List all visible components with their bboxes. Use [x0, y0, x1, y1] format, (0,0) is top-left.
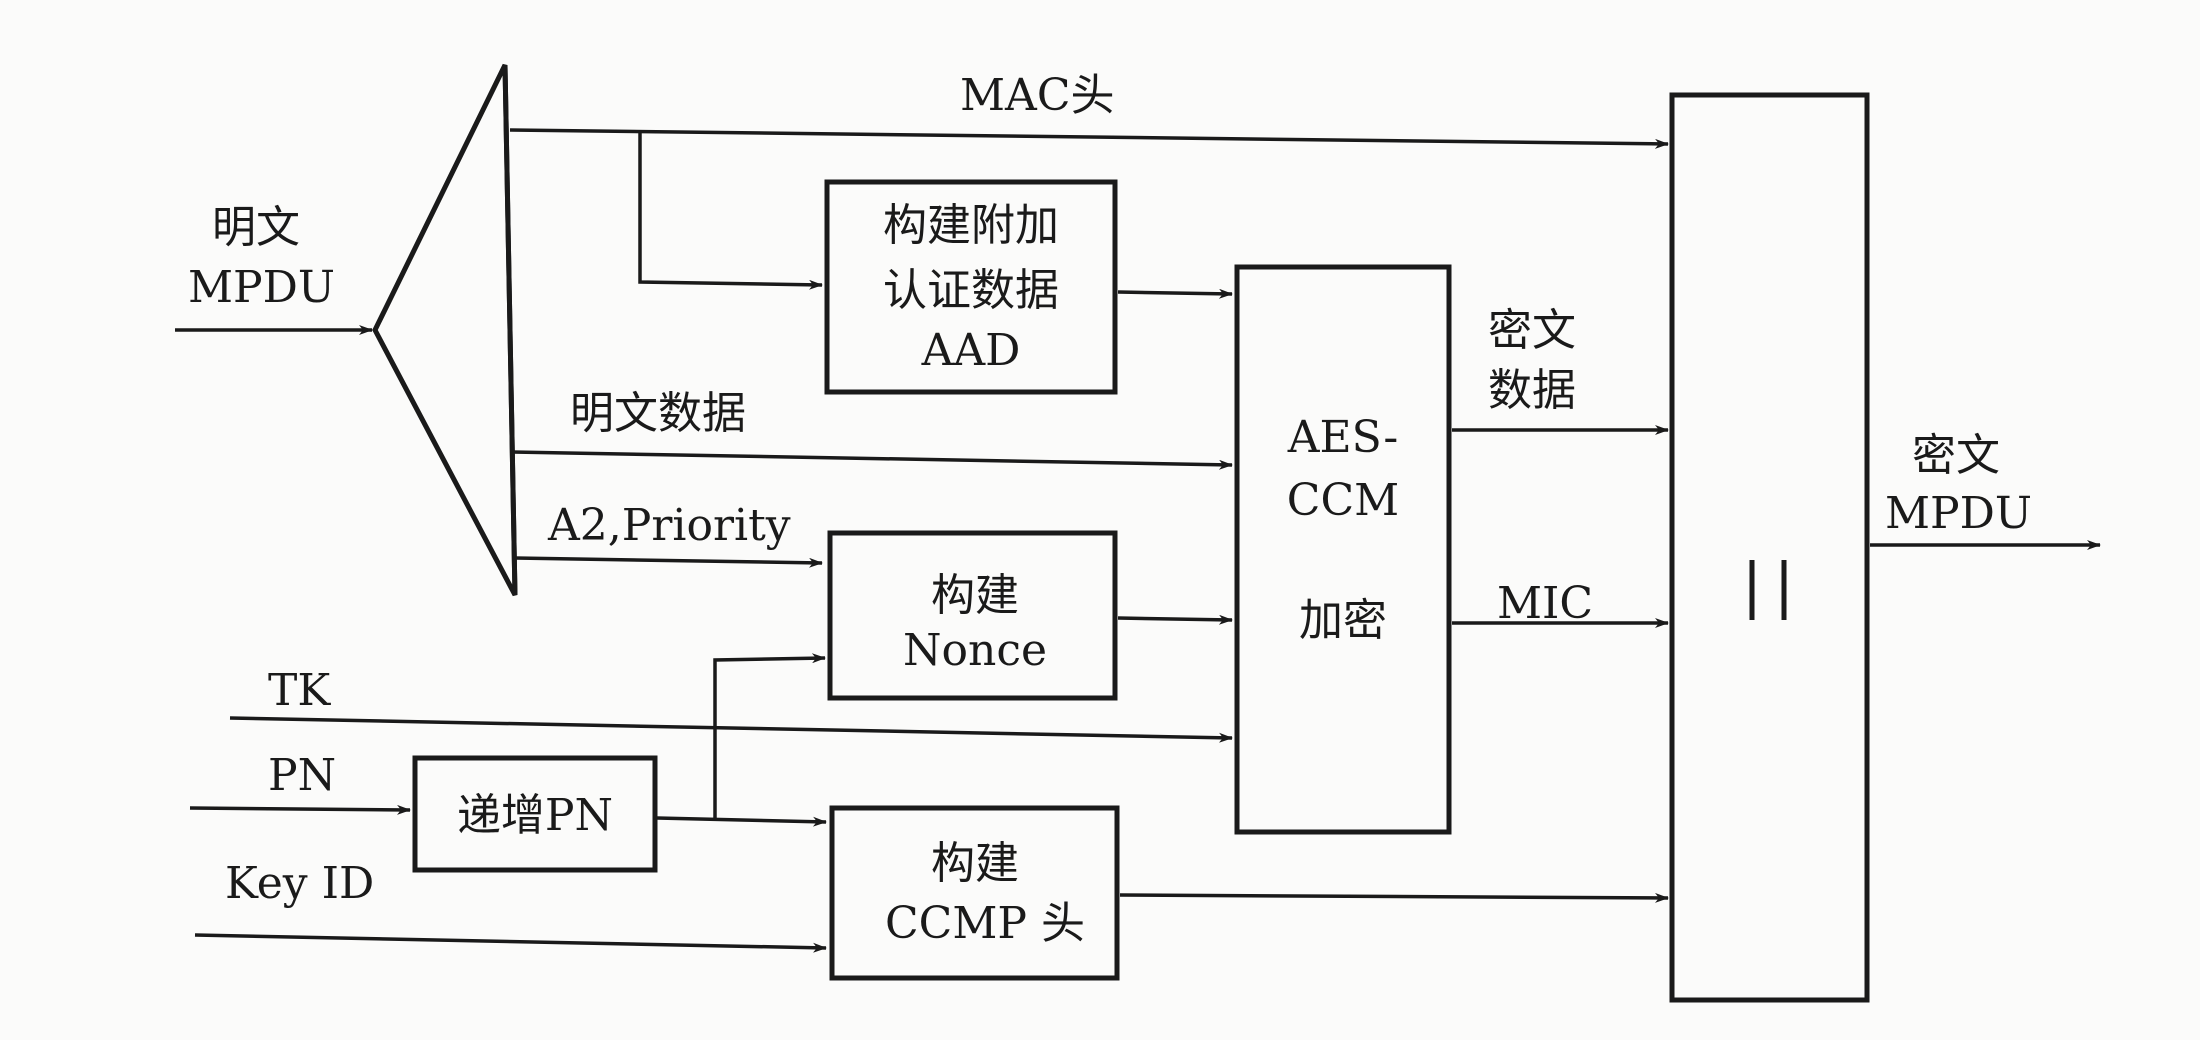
arrow-mac-header [509, 128, 1669, 149]
splitter-right-edge [502, 64, 518, 596]
aad-line2: 认证数据 [883, 265, 1059, 316]
arrow-key-id [194, 933, 827, 953]
label-plaintext-mpdu-line2: MPDU [188, 262, 335, 313]
aes-ccm-box [1234, 264, 1452, 835]
arrow-aad-to-aes [1117, 288, 1233, 299]
nonce-box [827, 530, 1118, 701]
label-ciphertext-data-line2: 数据 [1488, 365, 1576, 416]
nonce-line2: Nonce [903, 625, 1047, 676]
arrow-a2-priority [514, 556, 823, 568]
ccmp-line1: 构建 [931, 838, 1019, 889]
ccmp-header-box [829, 805, 1120, 981]
label-a2-priority: A2,Priority [547, 500, 791, 551]
arrow-nonce-to-aes [1117, 614, 1233, 625]
aes-line1: AES- [1287, 412, 1399, 463]
label-plaintext-mpdu-line1: 明文 [212, 202, 300, 253]
increment-pn-box [412, 755, 658, 873]
aad-line1: 构建附加 [883, 200, 1059, 251]
aad-box [824, 179, 1118, 395]
ccmp-line2: CCMP 头 [885, 898, 1085, 949]
splitter-shape [372, 63, 518, 597]
arrow-tk [229, 716, 1233, 743]
label-key-id: Key ID [225, 858, 374, 909]
label-pn: PN [268, 750, 336, 801]
arrow-pn-to-ccmp [656, 816, 827, 827]
concat-box [1669, 92, 1870, 1003]
arrow-to-aad [638, 132, 823, 290]
label-mac-header: MAC头 [960, 70, 1115, 121]
arrow-plaintext-data [511, 450, 1233, 470]
arrow-pn [189, 804, 411, 815]
label-ciphertext-mpdu-line2: MPDU [1885, 488, 2032, 539]
arrow-pn-to-nonce [713, 653, 826, 820]
aad-line3: AAD [921, 325, 1021, 376]
aes-line3: 加密 [1299, 595, 1387, 646]
label-tk: TK [268, 665, 331, 716]
aes-line2: CCM [1287, 475, 1399, 526]
label-plaintext-data: 明文数据 [570, 388, 746, 439]
increment-pn-label: 递增PN [457, 790, 613, 841]
arrow-ccmp-to-concat [1119, 892, 1669, 903]
label-mic: MIC [1497, 578, 1593, 629]
label-ciphertext-mpdu-line1: 密文 [1912, 430, 2000, 481]
label-ciphertext-data-line1: 密文 [1488, 305, 1576, 356]
nonce-line1: 构建 [931, 570, 1019, 621]
